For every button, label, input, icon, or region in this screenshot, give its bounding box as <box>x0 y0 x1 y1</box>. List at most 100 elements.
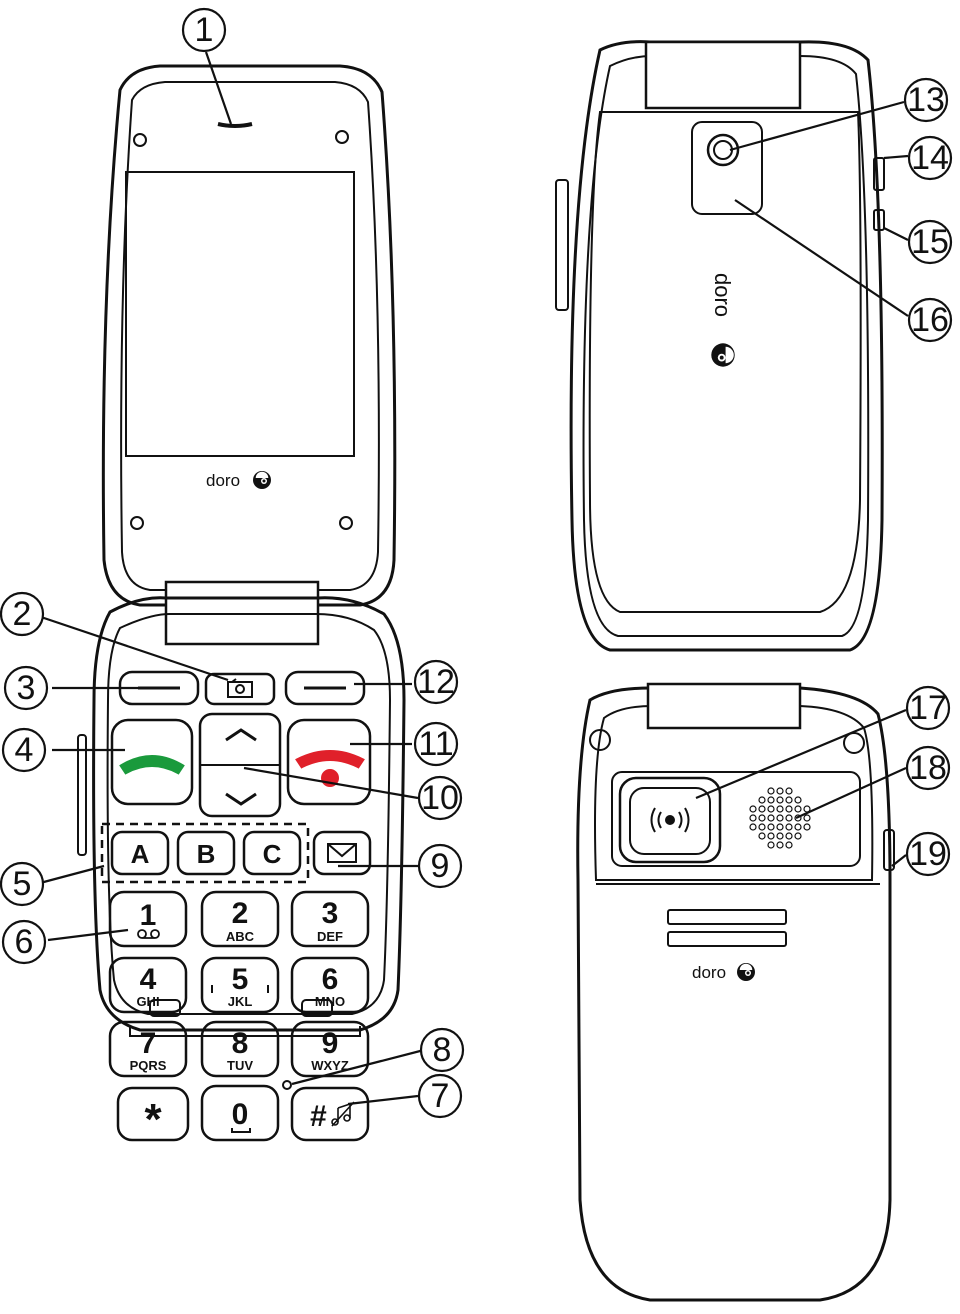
key-hash-label: # <box>310 1100 327 1133</box>
back-cover <box>588 111 862 613</box>
headset-jack <box>873 209 885 231</box>
side-button-back <box>555 179 569 311</box>
key-6 <box>290 956 370 1014</box>
callout-2-label: 2 <box>13 595 32 633</box>
key-c-label: C <box>263 839 282 869</box>
camera-window <box>691 121 763 215</box>
back-bottom-top <box>594 705 874 881</box>
end-key <box>286 718 372 806</box>
abc-memory-keys-frame <box>100 822 310 884</box>
key-8 <box>200 1020 280 1078</box>
callout-17: 17 <box>905 685 951 731</box>
key-b-label: B <box>197 839 216 869</box>
grille-dot <box>776 796 784 804</box>
grille-dot <box>767 796 775 804</box>
back-brand-text: doro <box>710 273 735 317</box>
grille-dot <box>758 796 766 804</box>
grille-dot <box>785 787 793 795</box>
key-5-digit: 5 <box>232 963 249 996</box>
key-c <box>242 830 302 876</box>
callout-15-label: 15 <box>911 223 949 261</box>
key-9 <box>290 1020 370 1078</box>
callout-4: 4 <box>1 727 47 773</box>
grille-dot <box>767 787 775 795</box>
back-upper-phone <box>555 40 885 652</box>
callout-4-label: 4 <box>15 731 34 769</box>
callout-5: 5 <box>0 861 45 907</box>
key-7-digit: 7 <box>140 1027 157 1060</box>
key-0 <box>200 1084 280 1142</box>
key-7-letters: PQRS <box>130 1058 167 1073</box>
grille-dot <box>785 805 793 813</box>
grille-dot <box>767 823 775 831</box>
key-8-digit: 8 <box>232 1027 249 1060</box>
grille-dot <box>749 805 757 813</box>
callout-8-label: 8 <box>433 1031 452 1069</box>
grille-dot <box>785 823 793 831</box>
loudspeaker-icon <box>650 807 690 833</box>
back-lower-phone <box>576 682 895 1302</box>
grille-dot <box>758 805 766 813</box>
back-bottom-doro-mark <box>737 963 755 981</box>
earpiece <box>217 122 253 128</box>
callout-13: 13 <box>903 77 949 123</box>
emergency-button <box>618 776 722 864</box>
callout-19-label: 19 <box>909 835 947 873</box>
grille-dot <box>758 823 766 831</box>
front-phone <box>77 64 406 1142</box>
key-3-digit: 3 <box>322 897 339 930</box>
back-bottom-brand-text: doro <box>692 963 726 982</box>
key-6-digit: 6 <box>322 963 339 996</box>
key-8-letters: TUV <box>227 1058 253 1073</box>
up-arrow-icon <box>225 728 257 742</box>
callout-18: 18 <box>905 745 951 791</box>
front-brand-text: doro <box>206 471 240 490</box>
grille-dot <box>776 823 784 831</box>
lid-screw-br <box>339 516 353 530</box>
callout-11-label: 11 <box>418 725 453 763</box>
grille-dot <box>749 814 757 822</box>
key-2 <box>200 890 280 948</box>
key-5 <box>200 956 280 1014</box>
grille-dot <box>776 832 784 840</box>
speaker-grille-icon <box>749 787 811 849</box>
grille-dot <box>776 841 784 849</box>
grille-dot <box>767 814 775 822</box>
callout-9-label: 9 <box>431 847 450 885</box>
key-4-digit: 4 <box>140 963 157 996</box>
silent-icon <box>331 1101 355 1127</box>
message-key <box>312 830 372 876</box>
key-a <box>110 830 170 876</box>
key-hash <box>290 1086 370 1142</box>
callout-1: 1 <box>181 7 227 53</box>
grille-dot <box>794 796 802 804</box>
callout-6: 6 <box>1 919 47 965</box>
key-7 <box>108 1020 188 1078</box>
grille-dot <box>758 814 766 822</box>
grille-dot <box>794 805 802 813</box>
bottom-screw-right <box>843 732 865 754</box>
grille-dot <box>785 841 793 849</box>
microphone-hole <box>282 1080 292 1090</box>
grille-dot <box>803 814 811 822</box>
grille-dot <box>785 832 793 840</box>
grille-dot <box>767 832 775 840</box>
envelope-icon <box>327 843 357 863</box>
callout-16-label: 16 <box>911 301 949 339</box>
callout-7: 7 <box>417 1073 463 1119</box>
call-icon <box>119 755 185 775</box>
callout-17-label: 17 <box>909 689 947 727</box>
key-6-letters: MNO <box>315 994 345 1009</box>
camera-lens-icon <box>706 133 740 167</box>
key-labels: A B C 1 2 ABC 3 DEF 4 GHI 5 JKL 6 MNO 7 … <box>130 839 355 1144</box>
lid-inner <box>120 81 380 591</box>
callout-15: 15 <box>907 219 953 265</box>
grille-slot-1 <box>667 909 787 925</box>
callout-3: 3 <box>3 665 49 711</box>
key-3-letters: DEF <box>317 929 343 944</box>
grille-slot-2 <box>667 931 787 947</box>
base-bottom-edge <box>129 1026 361 1037</box>
key-2-letters: ABC <box>226 929 255 944</box>
